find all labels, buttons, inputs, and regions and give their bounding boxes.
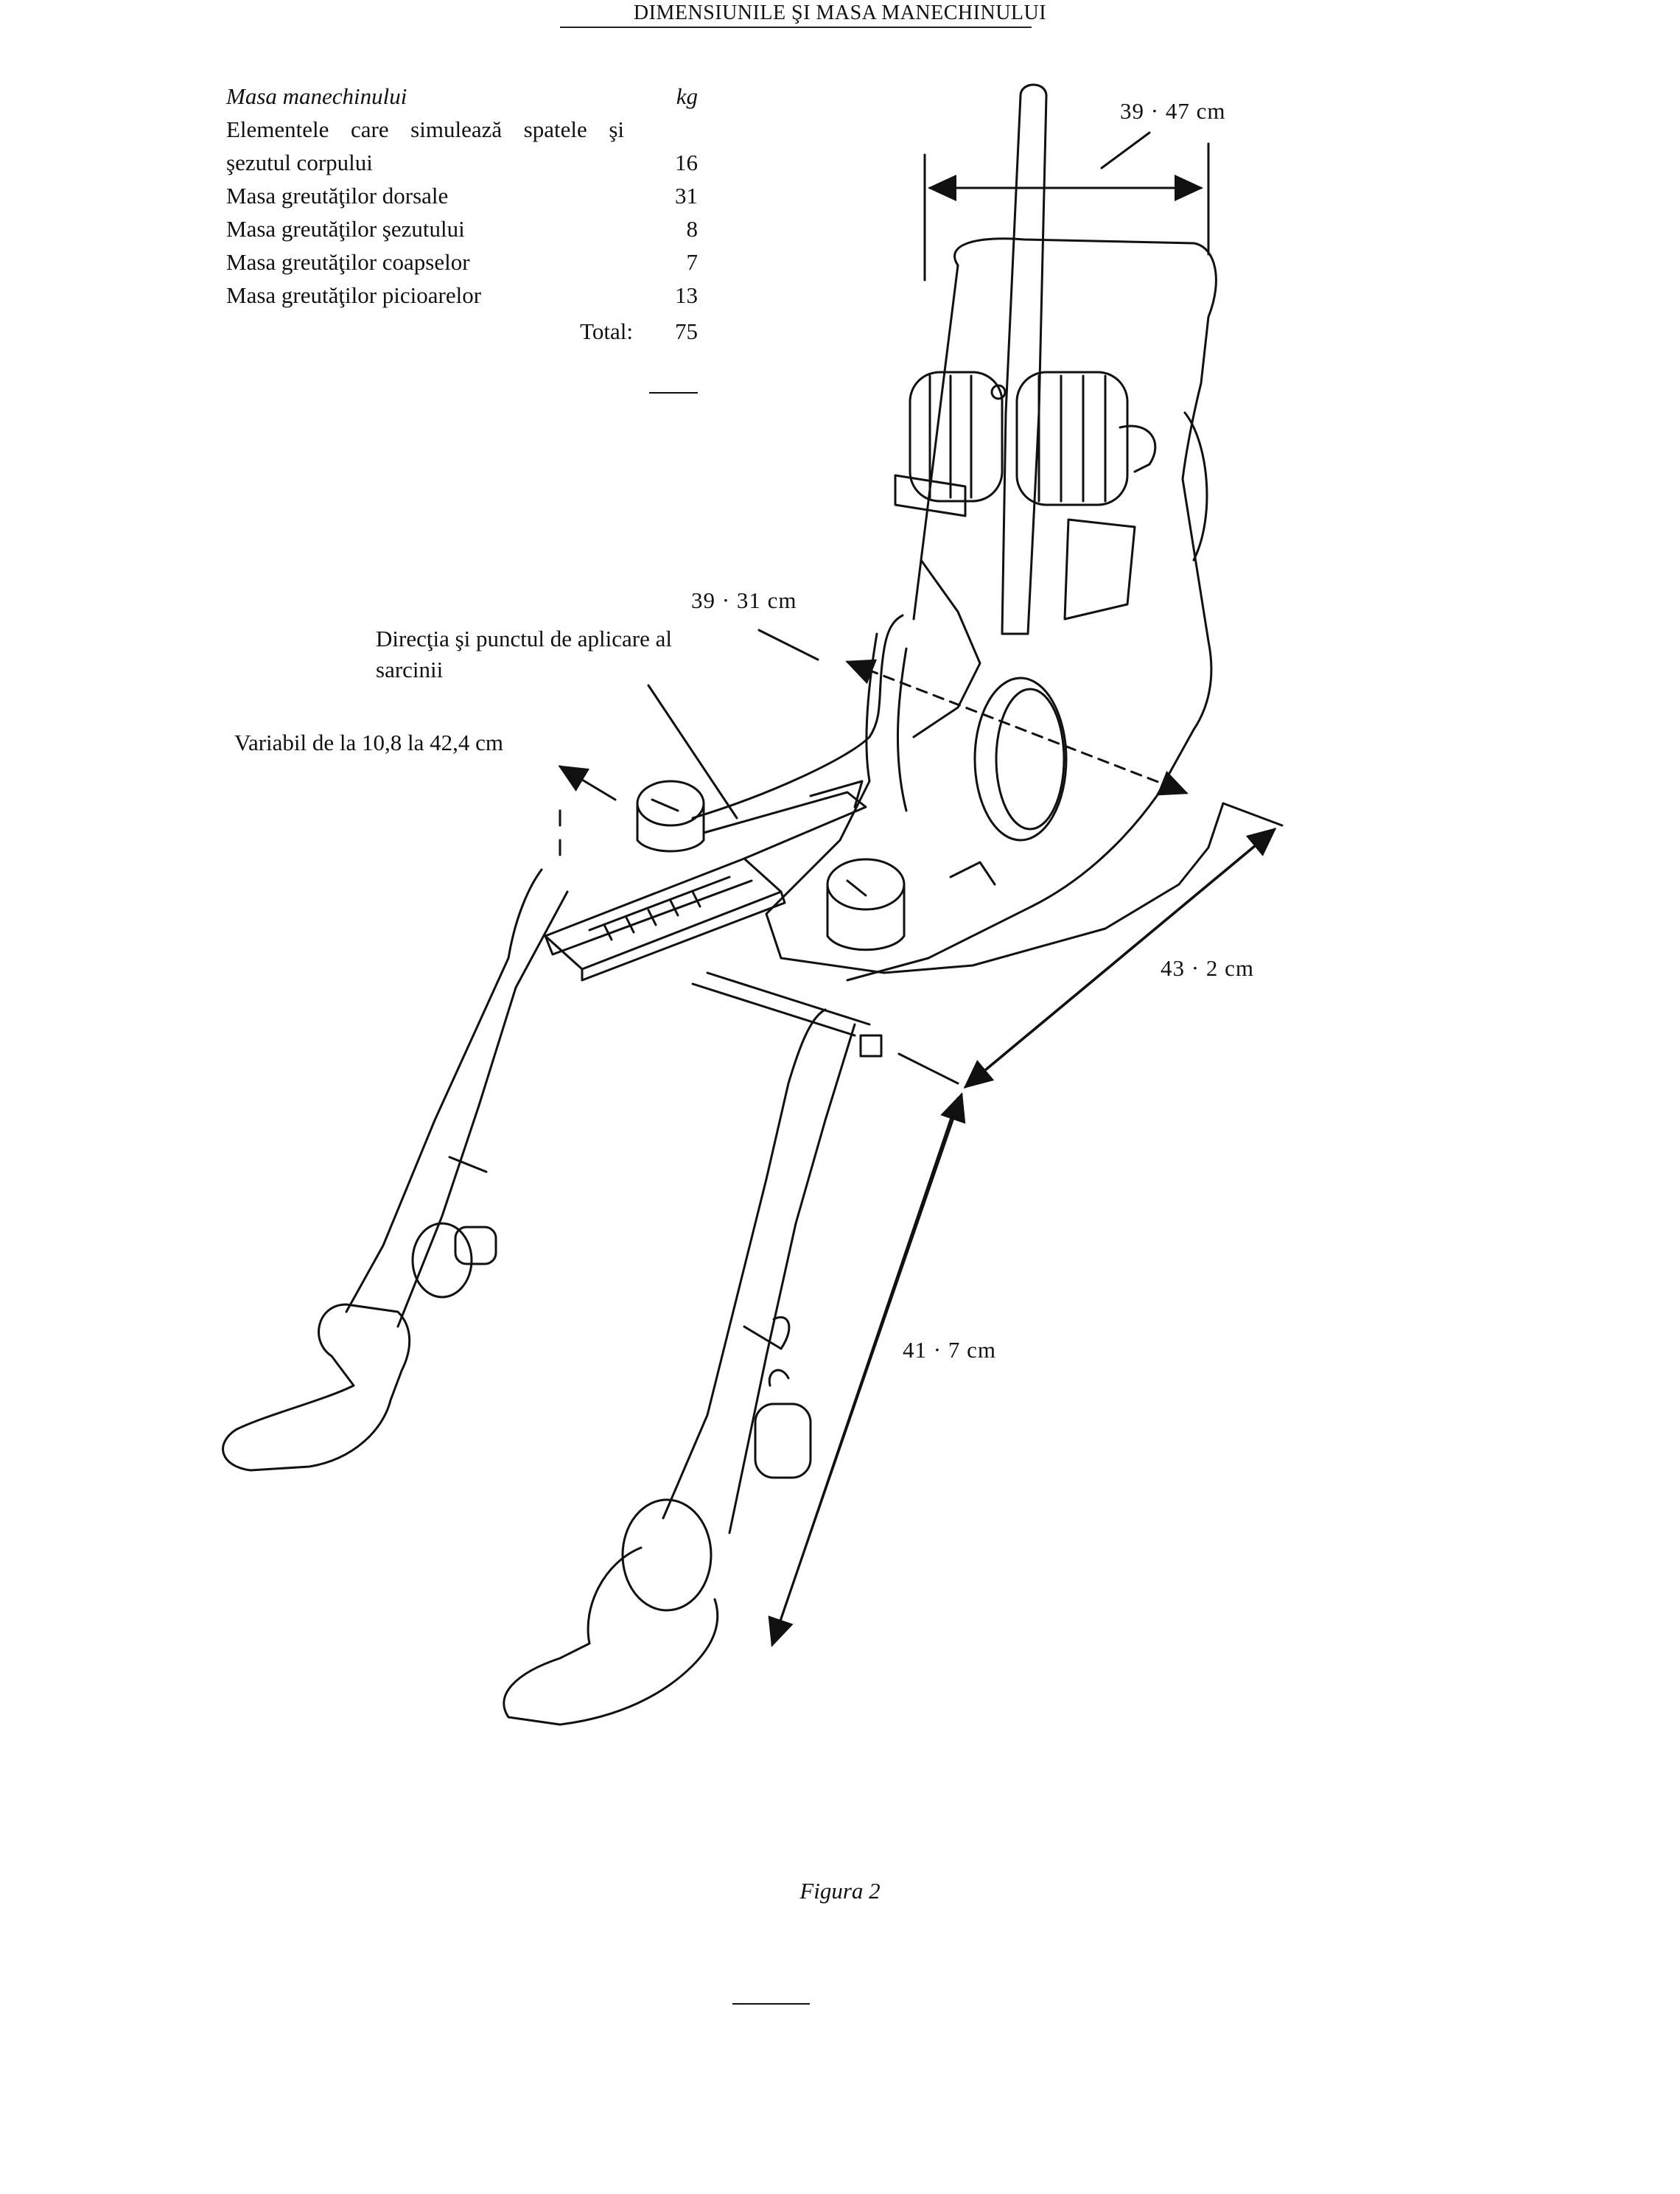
- load-scale: [544, 780, 867, 982]
- mass-table-row: Masa greutăţilor şezutului 8: [226, 212, 698, 245]
- end-rule: [732, 2003, 810, 2005]
- variable-range-note: Variabil de la 10,8 la 42,4 cm: [234, 730, 504, 755]
- mass-table-row-label: şezutul corpului: [226, 150, 373, 175]
- total-rule: [649, 392, 698, 394]
- mass-table-heading-label: Masa manechinului: [226, 83, 407, 109]
- load-direction-note: Direcţia şi punctul de aplicare al sarci…: [376, 623, 672, 685]
- mass-table-row-label: Masa greutăţilor dorsale: [226, 183, 449, 209]
- right-leg: [503, 1008, 883, 1726]
- seat-weights: [636, 780, 906, 951]
- dimension-variable-range: [558, 765, 617, 856]
- load-direction-note-line: sarcinii: [376, 657, 444, 682]
- dimension-seat-depth: [757, 629, 1189, 796]
- load-cable: [691, 614, 904, 820]
- dimension-seat-width-label: 43 · 2 cm: [1161, 955, 1254, 981]
- dimension-seat-depth-label: 39 · 31 cm: [691, 587, 797, 613]
- dimension-seat-width: [897, 802, 1284, 1089]
- dimension-leg-length: [768, 1092, 966, 1647]
- page-header: DIMENSIUNILE ŞI MASA MANECHINULUI: [633, 1, 1047, 24]
- figure-caption: Figura 2: [799, 1878, 881, 1904]
- dimension-back-width-label: 39 · 47 cm: [1120, 98, 1226, 124]
- mass-table-row-value: 31: [675, 183, 698, 209]
- load-direction-note-line: Direcţia şi punctul de aplicare al: [376, 626, 672, 651]
- mass-table-row-value: 16: [675, 150, 698, 175]
- seat-pan: [765, 632, 1225, 974]
- mass-table-heading: Masa manechinului kg: [226, 80, 698, 113]
- mass-table-row-label: Masa greutăţilor coapselor: [226, 249, 470, 275]
- mass-table-row: Masa greutăţilor coapselor 7: [226, 245, 698, 279]
- dorsal-weights: [909, 371, 1157, 506]
- mass-table-row-value: 8: [686, 216, 699, 242]
- back-frame: [846, 237, 1217, 982]
- dimension-leg-length-label: 41 · 7 cm: [903, 1337, 996, 1363]
- cross-bar: [691, 971, 871, 1037]
- mass-table-row-label: Masa greutăţilor picioarelor: [226, 282, 482, 308]
- load-direction-leader: [647, 684, 738, 820]
- total-value: 75: [675, 318, 698, 344]
- back-handle: [990, 83, 1048, 635]
- mass-table-heading-unit: kg: [676, 83, 698, 109]
- mass-table-row-label: Elementele care simulează spatele şi: [226, 116, 624, 142]
- left-leg: [222, 868, 569, 1472]
- mass-table-total-row: Total: 75: [226, 315, 698, 348]
- mass-table-row: şezutul corpului 16: [226, 146, 698, 179]
- mass-table-row-label: Masa greutăţilor şezutului: [226, 216, 465, 242]
- total-label: Total:: [580, 318, 633, 344]
- mass-table-row-value: 7: [686, 249, 699, 275]
- mass-table: Masa manechinului kg Elementele care sim…: [226, 80, 698, 394]
- mass-table-row: Masa greutăţilor dorsale 31: [226, 179, 698, 212]
- dimension-back-width: [923, 131, 1210, 282]
- mass-table-row: Masa greutăţilor picioarelor 13: [226, 279, 698, 312]
- header-underline: [560, 27, 1032, 28]
- mass-table-row-value: 13: [675, 282, 698, 308]
- mass-table-row: Elementele care simulează spatele şi: [226, 113, 698, 146]
